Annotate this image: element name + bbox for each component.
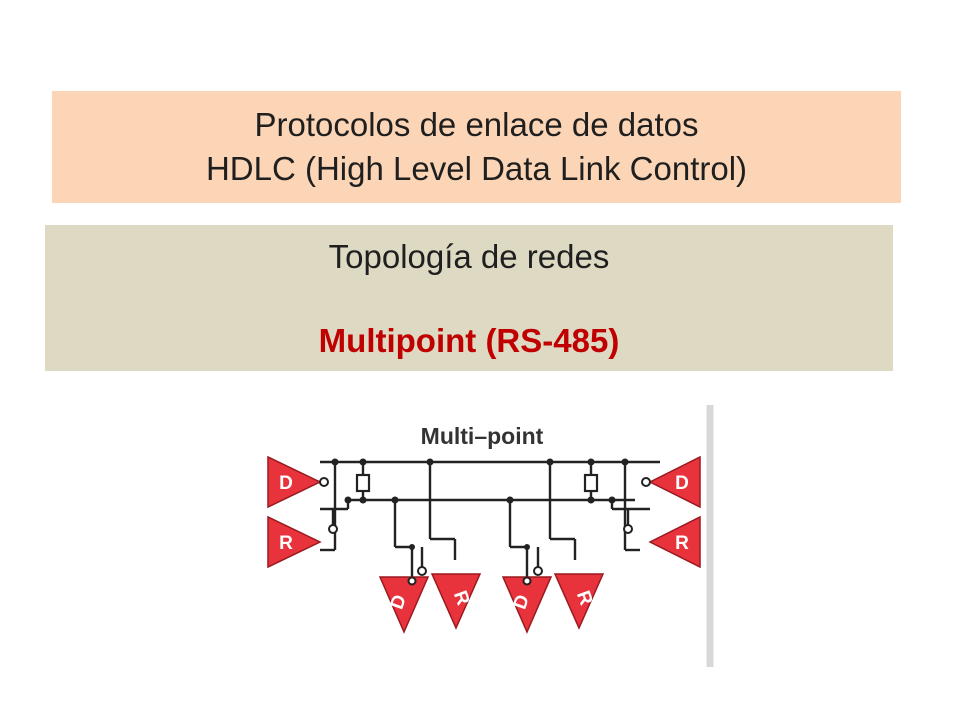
termination-resistor-right bbox=[583, 473, 599, 493]
diagram-title: Multi–point bbox=[421, 423, 544, 449]
driver-label-right: D bbox=[675, 473, 689, 494]
bus-wires bbox=[320, 460, 660, 577]
driver-label-bottom-2: D bbox=[510, 592, 534, 612]
driver-label-bottom-1: D bbox=[387, 592, 411, 612]
slide-title-box: Protocolos de enlace de datos HDLC (High… bbox=[52, 91, 901, 203]
topology-heading: Topología de redes bbox=[328, 238, 610, 275]
receiver-triangle-bottom-2 bbox=[553, 573, 605, 630]
multipoint-diagram: Multi–point bbox=[250, 402, 720, 670]
termination-resistor-left bbox=[355, 473, 371, 493]
receiver-label-left: R bbox=[279, 533, 293, 554]
junction-dots bbox=[331, 458, 629, 550]
receiver-triangle-right bbox=[648, 515, 701, 569]
receiver-triangle-bottom-1 bbox=[430, 573, 482, 630]
multipoint-heading: Multipoint (RS-485) bbox=[318, 322, 620, 359]
driver-label-left: D bbox=[279, 473, 293, 494]
driver-triangle-left bbox=[267, 455, 322, 509]
receiver-label-right: R bbox=[675, 533, 689, 554]
driver-triangle-bottom-1 bbox=[378, 576, 430, 634]
receiver-triangle-left bbox=[267, 515, 322, 569]
inversion-bubbles bbox=[319, 477, 651, 586]
driver-triangle-right bbox=[648, 455, 701, 509]
slide-title-line2: HDLC (High Level Data Link Control) bbox=[205, 150, 748, 187]
slide-title-line1: Protocolos de enlace de datos bbox=[254, 106, 699, 143]
multipoint-diagram-svg: Multi–point bbox=[267, 405, 714, 667]
slide-subtitle-box: Topología de redes Multipoint (RS-485) bbox=[45, 225, 893, 371]
